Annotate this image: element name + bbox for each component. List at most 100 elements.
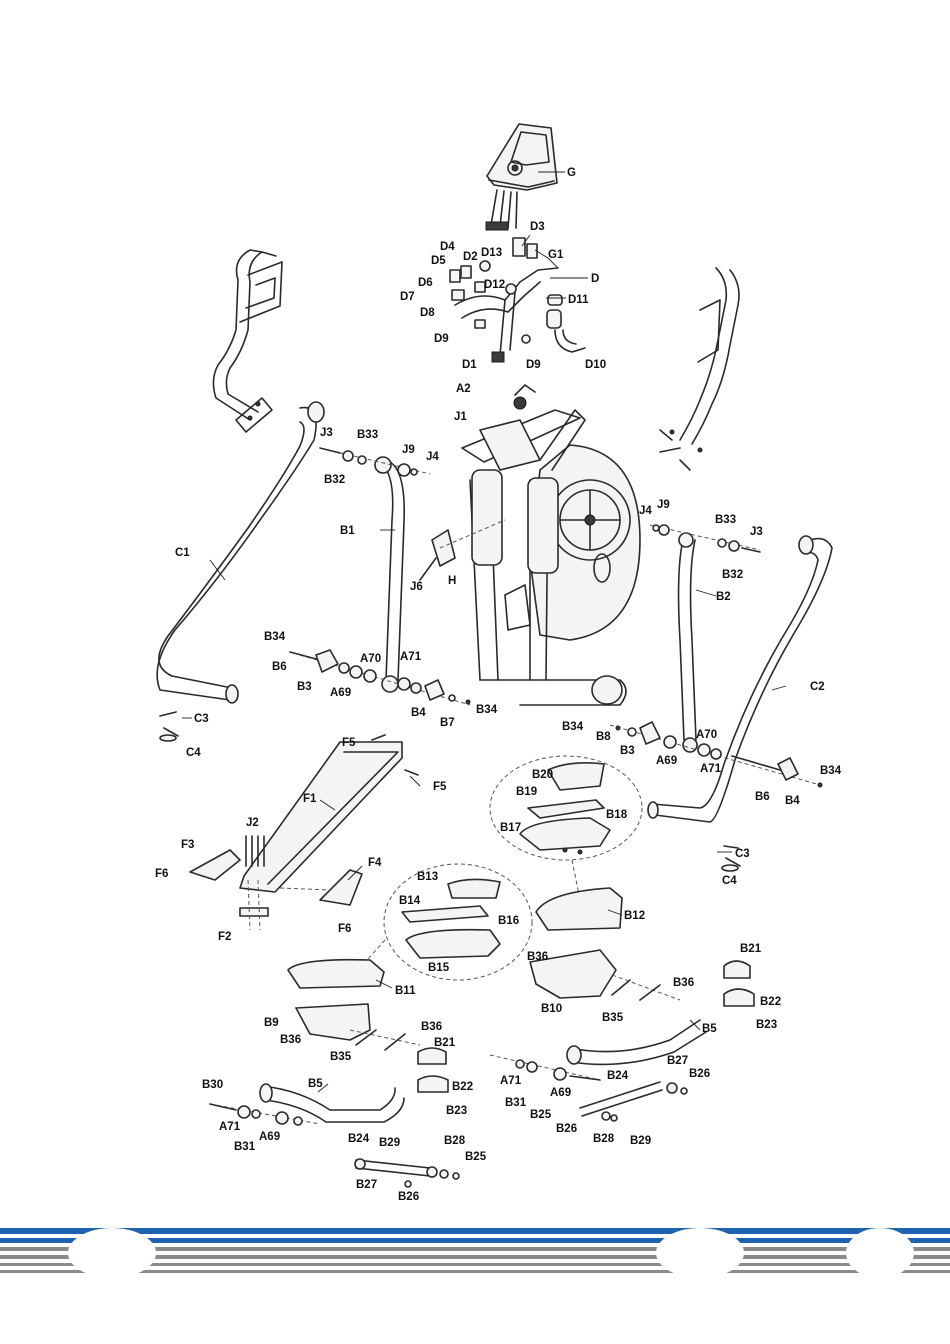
label-B35-b: B35 — [330, 1051, 352, 1063]
lower-handlebar-c2 — [647, 535, 833, 872]
left-upper-handle — [212, 249, 283, 433]
label-B6-right: B6 — [755, 791, 770, 803]
label-B9: B9 — [264, 1017, 279, 1029]
label-B24-right: B24 — [607, 1070, 629, 1082]
label-C1: C1 — [175, 547, 190, 559]
label-B13: B13 — [417, 871, 438, 883]
pedal-arm-b5-left — [259, 1083, 405, 1123]
label-D9-left: D9 — [434, 333, 449, 345]
pedal-b12 — [535, 887, 623, 931]
label-B10: B10 — [541, 1003, 562, 1015]
label-B26-right-top: B26 — [689, 1068, 710, 1080]
label-B33-right: B33 — [715, 514, 736, 526]
pedal-detail-circle-right — [489, 755, 643, 861]
label-B29-right: B29 — [630, 1135, 651, 1147]
label-B3-right: B3 — [620, 745, 635, 757]
label-B7: B7 — [440, 717, 455, 729]
label-B5-right: B5 — [702, 1023, 717, 1035]
label-F5-right: F5 — [433, 781, 447, 793]
label-D2: D2 — [463, 251, 478, 263]
label-B23-left: B23 — [446, 1105, 467, 1117]
label-B35-a: B35 — [602, 1012, 624, 1024]
label-F6-right: F6 — [338, 923, 351, 935]
label-B1: B1 — [340, 525, 355, 537]
label-B25-right: B25 — [530, 1109, 552, 1121]
label-B18: B18 — [606, 809, 628, 821]
label-B31-left: B31 — [234, 1141, 256, 1153]
label-B34-d: B34 — [820, 765, 842, 777]
label-B31-right: B31 — [505, 1097, 527, 1109]
label-J4-right: J4 — [639, 505, 652, 517]
label-F6-left: F6 — [155, 868, 168, 880]
label-A69-lower-left: A69 — [259, 1131, 280, 1143]
label-B33-left: B33 — [357, 429, 378, 441]
label-J3-left: J3 — [320, 427, 333, 439]
pedal-left-detail — [401, 878, 501, 959]
label-A71-left: A71 — [400, 651, 422, 663]
label-A2: A2 — [456, 383, 471, 395]
label-D7: D7 — [400, 291, 415, 303]
label-C2: C2 — [810, 681, 825, 693]
right-pivot-hardware — [609, 721, 823, 788]
pedal-b11 — [287, 958, 385, 989]
pedal-arm-b5-right — [566, 1019, 707, 1066]
label-D1: D1 — [462, 359, 477, 371]
label-B2: B2 — [716, 591, 731, 603]
label-C4-right: C4 — [722, 875, 737, 887]
label-B32-right: B32 — [722, 569, 743, 581]
label-A71-right: A71 — [700, 763, 722, 775]
label-C3-right: C3 — [735, 848, 750, 860]
label-B26-left: B26 — [398, 1191, 419, 1203]
label-C3-left: C3 — [194, 713, 209, 725]
pedal-detail-circle-left — [383, 863, 533, 981]
label-B34-c: B34 — [562, 721, 584, 733]
label-H: H — [448, 575, 456, 587]
label-B27-left: B27 — [356, 1179, 377, 1191]
label-A69-left: A69 — [330, 687, 351, 699]
label-D9-right: D9 — [526, 359, 541, 371]
label-A70-left: A70 — [360, 653, 381, 665]
label-J2: J2 — [246, 817, 259, 829]
footer-stripes — [0, 1228, 950, 1278]
label-D13: D13 — [481, 247, 502, 259]
label-B23-right: B23 — [756, 1019, 777, 1031]
label-B20: B20 — [532, 769, 553, 781]
stabilizer-f1 — [189, 734, 419, 931]
console-g — [485, 123, 558, 231]
pedal-bracket-b10 — [529, 949, 681, 1001]
label-C4-left: C4 — [186, 747, 201, 759]
label-B28-right: B28 — [593, 1133, 615, 1145]
label-B11: B11 — [395, 985, 416, 997]
label-F4: F4 — [368, 857, 382, 869]
upper-pivot-hardware — [319, 447, 761, 553]
leader-lines — [182, 171, 787, 1093]
label-J6: J6 — [410, 581, 423, 593]
cover-h — [419, 519, 506, 581]
label-D4: D4 — [440, 241, 455, 253]
label-A70-right: A70 — [696, 729, 717, 741]
label-B36-c: B36 — [421, 1021, 442, 1033]
label-D11: D11 — [568, 294, 589, 306]
pedal-right-detail — [519, 762, 611, 855]
label-B27-right: B27 — [667, 1055, 688, 1067]
label-B21-left: B21 — [434, 1037, 456, 1049]
part-labels: G D3 G1 D D4 D5 D2 D13 D6 D12 D7 D11 D8 … — [155, 167, 842, 1203]
label-B24-left: B24 — [348, 1133, 370, 1145]
label-B4-right: B4 — [785, 795, 800, 807]
axle-hardware-left — [209, 1103, 460, 1188]
label-J3-right: J3 — [750, 526, 763, 538]
label-B17: B17 — [500, 822, 521, 834]
label-B5-left: B5 — [308, 1078, 323, 1090]
label-A71-lower-right: A71 — [500, 1075, 522, 1087]
left-pivot-hardware — [289, 649, 471, 706]
label-D12: D12 — [484, 279, 505, 291]
label-B4-left: B4 — [411, 707, 426, 719]
label-B30: B30 — [202, 1079, 223, 1091]
label-B6-left: B6 — [272, 661, 287, 673]
label-B8: B8 — [596, 731, 611, 743]
label-A69-right: A69 — [656, 755, 677, 767]
label-J9-right: J9 — [657, 499, 670, 511]
label-B15: B15 — [428, 962, 450, 974]
label-B34-a: B34 — [264, 631, 286, 643]
